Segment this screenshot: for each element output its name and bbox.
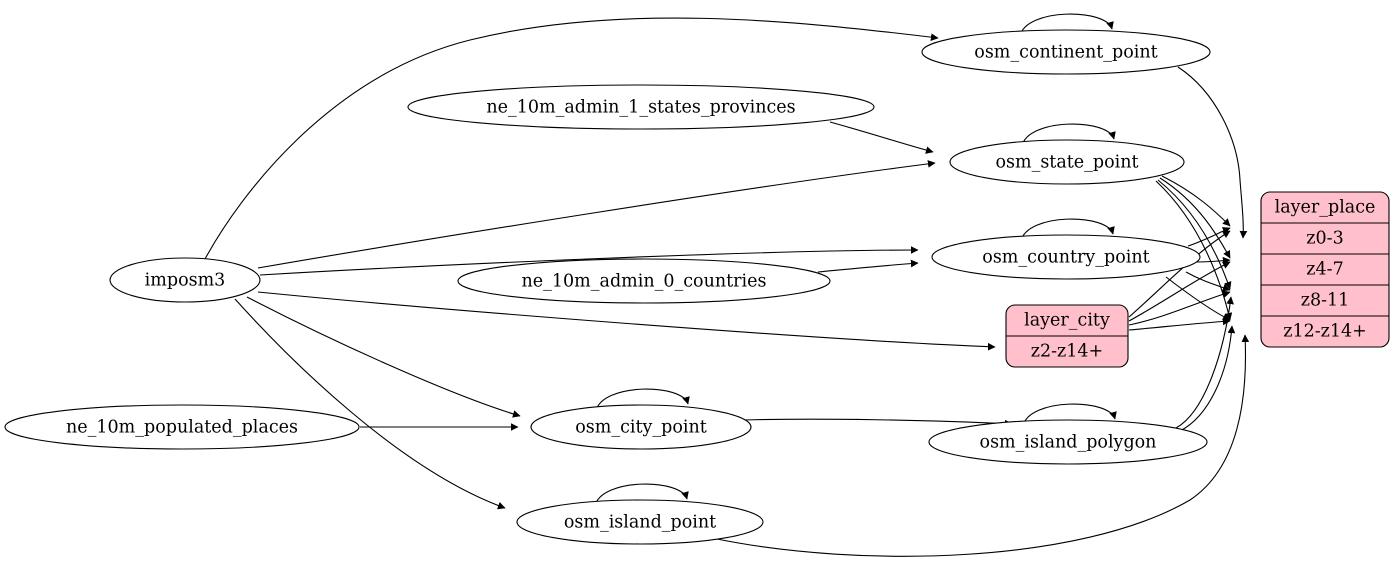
node-layer_city-row-z2-z14[interactable]: z2-z14+ (1031, 342, 1103, 362)
edge-osm_state_point-to-layer_place-z12-z14 (1155, 180, 1233, 321)
edge-ne_10m_admin_1_states_provinces-to-osm_state_point (829, 121, 934, 154)
node-imposm3[interactable]: imposm3 (109, 257, 261, 303)
edge-imposm3-to-osm_city_point (246, 296, 521, 418)
node-layer_place[interactable]: layer_place z0-3 z4-7 z8-11 z12-z14+ (1260, 191, 1390, 348)
node-osm_island_polygon[interactable]: osm_island_polygon (928, 419, 1208, 465)
edge-osm_continent_point-to-layer_place-z0-3 (1177, 66, 1248, 239)
node-osm_country_point[interactable]: osm_country_point (931, 234, 1201, 280)
edge-ne_10m_admin_0_countries-to-osm_country_point (817, 259, 919, 273)
node-osm_island_point-label: osm_island_point (564, 513, 716, 533)
edge-osm_island_polygon-to-layer_place-z12-z14 (1179, 325, 1236, 432)
edge-layer_city-to-layer_place-z8-11 (1128, 290, 1231, 326)
selfloop-osm_state_point (1021, 123, 1116, 147)
selfloop-osm_city_point (595, 388, 690, 412)
edge-osm_state_point-to-layer_place-z8-11 (1157, 179, 1232, 290)
edge-layer (204, 13, 1250, 557)
node-ne_10m_admin_0_countries-label: ne_10m_admin_0_countries (522, 272, 767, 292)
node-ne_10m_admin_1_states_provinces[interactable]: ne_10m_admin_1_states_provinces (407, 84, 875, 130)
node-layer_city[interactable]: layer_city z2-z14+ (1005, 304, 1129, 368)
edge-layer_city-to-layer_place-z12-z14 (1128, 317, 1231, 331)
node-layer_place-row-z12-z14[interactable]: z12-z14+ (1283, 322, 1367, 342)
node-layer: imposm3 ne_10m_admin_1_states_provinces … (4, 29, 1390, 545)
edge-layer_city-to-layer_place-z4-7 (1128, 261, 1231, 322)
node-osm_continent_point[interactable]: osm_continent_point (921, 29, 1211, 75)
node-osm_city_point-label: osm_city_point (575, 418, 707, 438)
node-osm_island_polygon-shape[interactable] (928, 419, 1208, 465)
selfloop-osm_country_point (1020, 218, 1115, 242)
edge-osm_country_point-to-layer_place-z4-7 (1195, 256, 1231, 265)
selfloop-osm_island_point (594, 483, 689, 507)
node-layer_place-header-label: layer_place (1275, 198, 1376, 218)
selfloop-osm_continent_point (1019, 13, 1114, 37)
node-layer_city-header-label: layer_city (1024, 311, 1110, 331)
node-ne_10m_admin_1_states_provinces-shape[interactable] (407, 84, 875, 130)
node-osm_city_point-shape[interactable] (530, 404, 752, 450)
node-osm_city_point[interactable]: osm_city_point (530, 404, 752, 450)
node-osm_country_point-shape[interactable] (931, 234, 1201, 280)
edge-osm_island_point-to-layer_place-z12-z14 (716, 334, 1250, 557)
edge-imposm3-to-layer_city (257, 291, 996, 351)
edge-imposm3-to-osm_state_point (257, 160, 936, 269)
node-ne_10m_admin_0_countries[interactable]: ne_10m_admin_0_countries (457, 258, 831, 304)
selfloop-osm_island_polygon (1022, 403, 1117, 427)
node-ne_10m_admin_0_countries-shape[interactable] (457, 258, 831, 304)
node-layer_place-shape[interactable] (1260, 191, 1390, 348)
edge-osm_country_point-to-layer_place-z12-z14 (1165, 276, 1231, 321)
edge-osm_city_point-to-osm_island_polygon (743, 418, 1013, 428)
node-ne_10m_populated_places[interactable]: ne_10m_populated_places (4, 404, 360, 450)
edge-osm_country_point-to-layer_place-z8-11 (1185, 271, 1231, 292)
node-osm_country_point-label: osm_country_point (982, 248, 1149, 268)
edge-layer_city-to-layer_place-z0-3 (1128, 230, 1231, 318)
node-osm_island_polygon-label: osm_island_polygon (980, 433, 1157, 453)
node-osm_island_point-shape[interactable] (516, 499, 764, 545)
node-ne_10m_admin_1_states_provinces-label: ne_10m_admin_1_states_provinces (486, 98, 795, 118)
node-osm_state_point-shape[interactable] (949, 139, 1185, 185)
node-osm_state_point[interactable]: osm_state_point (949, 139, 1185, 185)
edge-osm_state_point-to-layer_place-z4-7 (1159, 177, 1231, 259)
node-ne_10m_populated_places-label: ne_10m_populated_places (66, 418, 298, 438)
node-layer_place-row-z4-7[interactable]: z4-7 (1306, 260, 1343, 280)
node-imposm3-label: imposm3 (145, 271, 226, 291)
edge-osm_country_point-to-layer_place-z0-3 (1187, 227, 1231, 247)
edge-imposm3-to-osm_island_point (234, 298, 506, 510)
node-osm_island_point[interactable]: osm_island_point (516, 499, 764, 545)
node-osm_continent_point-shape[interactable] (921, 29, 1211, 75)
node-layer_place-row-z8-11[interactable]: z8-11 (1301, 291, 1350, 311)
edge-imposm3-to-osm_continent_point (204, 17, 939, 260)
edge-osm_state_point-to-layer_place-z0-3 (1161, 175, 1231, 227)
node-layer_place-row-z0-3[interactable]: z0-3 (1306, 229, 1343, 249)
node-ne_10m_populated_places-shape[interactable] (4, 404, 360, 450)
edge-imposm3-to-osm_country_point (259, 246, 919, 276)
node-imposm3-shape[interactable] (109, 257, 261, 303)
edge-osm_island_polygon-to-layer_place-z8-11 (1175, 296, 1234, 429)
node-osm_continent_point-label: osm_continent_point (974, 43, 1157, 63)
node-osm_state_point-label: osm_state_point (995, 153, 1138, 173)
